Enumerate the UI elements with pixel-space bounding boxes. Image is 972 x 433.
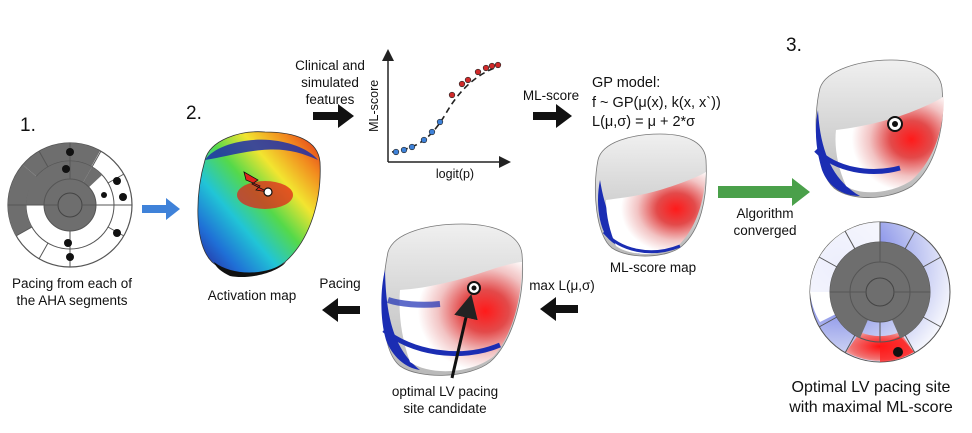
gp-model-line1: f ~ GP(μ(x), k(x, x`)) [592, 94, 721, 111]
step-1-label: 1. [20, 115, 36, 136]
pacing-from-caption: Pacing from each of the AHA segments [2, 276, 142, 310]
candidate-caption: optimal LV pacing site candidate [380, 384, 510, 418]
clinical-line2: simulated [301, 74, 359, 90]
optimal-line1: Optimal LV pacing site [791, 379, 951, 396]
ml-score-map-caption: ML-score map [609, 260, 697, 275]
algorithm-line1: Algorithm [736, 206, 794, 221]
plot-xlabel: logit(p) [435, 167, 475, 181]
ml-score-plot [382, 49, 511, 168]
candidate-line2: site candidate [403, 400, 487, 416]
green-arrow [718, 178, 810, 206]
gp-model-title: GP model: [592, 75, 661, 91]
algorithm-line2: converged [733, 222, 797, 238]
clinical-line3: features [305, 91, 355, 107]
activation-map-heart [197, 131, 321, 278]
optimal-caption: Optimal LV pacing site with maximal ML-s… [776, 378, 966, 418]
candidate-heart [381, 223, 524, 379]
max-L-caption: max L(μ,σ) [529, 278, 595, 293]
arrow-max-L [540, 297, 578, 321]
ml-score-map-heart [594, 133, 707, 257]
aha-bullseye-pacing [7, 142, 133, 268]
arrow-features-to-plot [313, 104, 354, 128]
step-3-label: 3. [786, 35, 802, 56]
blue-arrow [142, 198, 180, 220]
ml-score-bullseye [809, 221, 951, 363]
arrow-pacing [322, 298, 360, 322]
gp-model-line2: L(μ,σ) = μ + 2*σ [592, 114, 696, 131]
optimal-line2: with maximal ML-score [789, 399, 953, 416]
arrow-plot-to-gp [533, 104, 572, 128]
clinical-features-caption: Clinical and simulated features [290, 58, 370, 109]
pacing-from-line1: Pacing from each of [11, 276, 133, 291]
ml-score-arrow-label: ML-score [522, 88, 580, 103]
candidate-line1: optimal LV pacing [391, 384, 499, 399]
plot-ylabel: ML-score [367, 79, 382, 132]
clinical-line1: Clinical and [295, 58, 365, 73]
gp-model-block: GP model: f ~ GP(μ(x), k(x, x`)) L(μ,σ) … [592, 74, 721, 133]
activation-map-caption: Activation map [207, 288, 297, 303]
pacing-from-line2: the AHA segments [16, 292, 128, 308]
pacing-caption: Pacing [319, 276, 361, 291]
step-2-label: 2. [186, 103, 202, 124]
algorithm-caption: Algorithm converged [710, 206, 820, 240]
optimal-heart [814, 59, 944, 198]
